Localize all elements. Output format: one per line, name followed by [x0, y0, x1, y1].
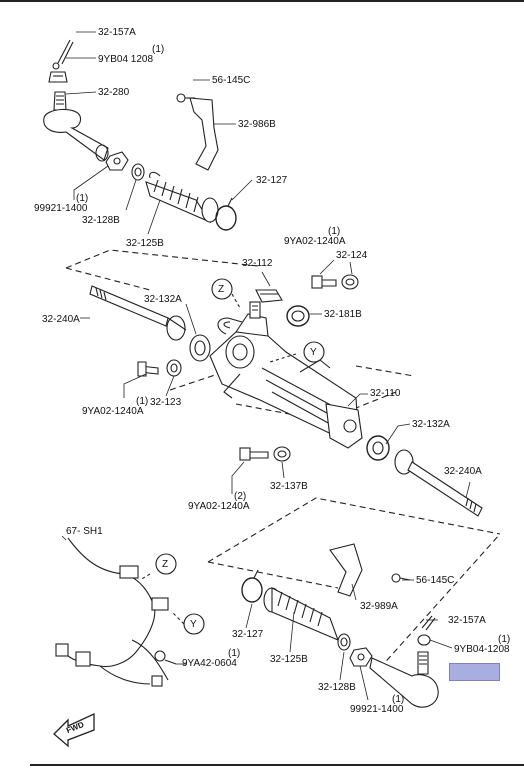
label-32-989a: 32-989A	[360, 601, 398, 612]
fwd-arrow	[53, 712, 95, 748]
boot-32-125b-bottom	[263, 587, 339, 641]
label-y-top: Y	[310, 347, 317, 358]
nut-99921-bottom	[349, 647, 373, 667]
locknut-32-128b-bottom	[337, 633, 351, 651]
label-32-240a-left: 32-240A	[42, 314, 80, 325]
cotter-pin-top	[52, 39, 74, 70]
label-32-280: 32-280	[98, 87, 130, 98]
label-qty-9ya02-top: (1)	[328, 226, 341, 237]
label-32-181b: 32-181B	[324, 309, 362, 320]
label-9yb04-top: 9YB04 1208	[98, 54, 154, 65]
tie-rod-end-top	[43, 91, 109, 162]
label-32-128b-bottom: 32-128B	[318, 682, 356, 693]
bushing-32-137b	[273, 446, 291, 462]
nut-top	[48, 71, 68, 83]
label-z-bottom: Z	[162, 559, 169, 570]
label-9ya02-mid: 9YA02-1240A	[188, 501, 250, 512]
label-y-bottom: Y	[190, 619, 197, 630]
label-32-110: 32-110	[370, 388, 401, 399]
bottom-border	[30, 764, 524, 766]
inner-tie-rod-right	[394, 449, 483, 517]
label-qty-9yb04-top: (1)	[152, 44, 165, 55]
z-callout-top-circle	[211, 278, 233, 300]
y-callout-top-circle	[303, 341, 325, 363]
nut-32-124	[341, 274, 359, 290]
seal-32-181b	[286, 305, 310, 327]
bolt-9ya02-left	[137, 361, 159, 377]
tie-rod-end-bottom	[369, 634, 439, 708]
highlight-box	[449, 663, 500, 681]
bushing-32-132a-left	[189, 334, 211, 362]
bracket-32-989a	[329, 543, 363, 597]
bolt-9ya02-mid	[239, 447, 269, 461]
bolt-56-145c-bottom	[391, 573, 411, 583]
cotter-pin-bottom	[421, 615, 436, 631]
label-56-145c-bottom: 56-145C	[416, 575, 455, 586]
bolt-9ya02-top	[311, 275, 337, 289]
label-56-145c-top: 56-145C	[212, 75, 251, 86]
label-32-137b: 32-137B	[270, 481, 308, 492]
nut-99921-top	[105, 151, 129, 171]
label-32-127-top: 32-127	[256, 175, 288, 186]
label-qty-9yb04-bottom: (1)	[498, 634, 511, 645]
label-9ya42: 9YA42-0604	[182, 658, 237, 669]
label-32-125b-bottom: 32-125B	[270, 654, 308, 665]
label-z-top: Z	[218, 284, 225, 295]
pressure-pipe	[217, 317, 243, 335]
label-9yb04-bottom: 9YB04-1208	[454, 644, 510, 655]
label-qty-9ya02-mid: (2)	[234, 491, 247, 502]
top-border	[0, 0, 524, 2]
label-32-124: 32-124	[336, 250, 368, 261]
clamp-32-127-top	[215, 197, 237, 231]
locknut-32-128b-top	[131, 163, 145, 181]
label-9ya02-left: 9YA02-1240A	[82, 406, 144, 417]
label-99921-bottom: 99921-1400	[350, 704, 404, 715]
label-32-157a-bottom: 32-157A	[448, 615, 486, 626]
label-9ya02-top: 9YA02-1240A	[284, 236, 346, 247]
label-qty-9ya02-left: (1)	[136, 396, 149, 407]
clamp-32-127-bottom	[241, 569, 263, 603]
label-67-sh1: 67- SH1	[66, 526, 103, 537]
label-32-986b: 32-986B	[238, 119, 276, 130]
label-qty-99921-top: (1)	[76, 193, 89, 204]
wiring-harness	[55, 537, 169, 687]
label-32-132a-right: 32-132A	[412, 419, 450, 430]
label-32-157a-top: 32-157A	[98, 27, 136, 38]
washer-32-123	[166, 359, 182, 377]
label-32-240a-right: 32-240A	[444, 466, 482, 477]
label-32-128b-top: 32-128B	[82, 215, 120, 226]
bracket-32-986b	[176, 93, 219, 171]
screw-9ya42	[154, 650, 177, 665]
clamp-32-112	[255, 289, 283, 303]
inner-tie-rod-left	[89, 285, 187, 341]
label-qty-99921-bottom: (1)	[392, 694, 405, 705]
label-32-123: 32-123	[150, 397, 182, 408]
bushing-32-132a-right	[366, 435, 390, 461]
steering-gear-housing	[209, 301, 363, 449]
label-99921-top: 99921-1400	[34, 203, 88, 214]
label-qty-9ya42: (1)	[228, 648, 241, 659]
label-32-112: 32-112	[242, 258, 273, 269]
label-32-132a-left: 32-132A	[144, 294, 182, 305]
boot-32-125b-top	[145, 171, 219, 224]
z-callout-bottom-circle	[155, 553, 177, 575]
label-32-127-bottom: 32-127	[232, 629, 264, 640]
label-32-125b-top: 32-125B	[126, 238, 164, 249]
